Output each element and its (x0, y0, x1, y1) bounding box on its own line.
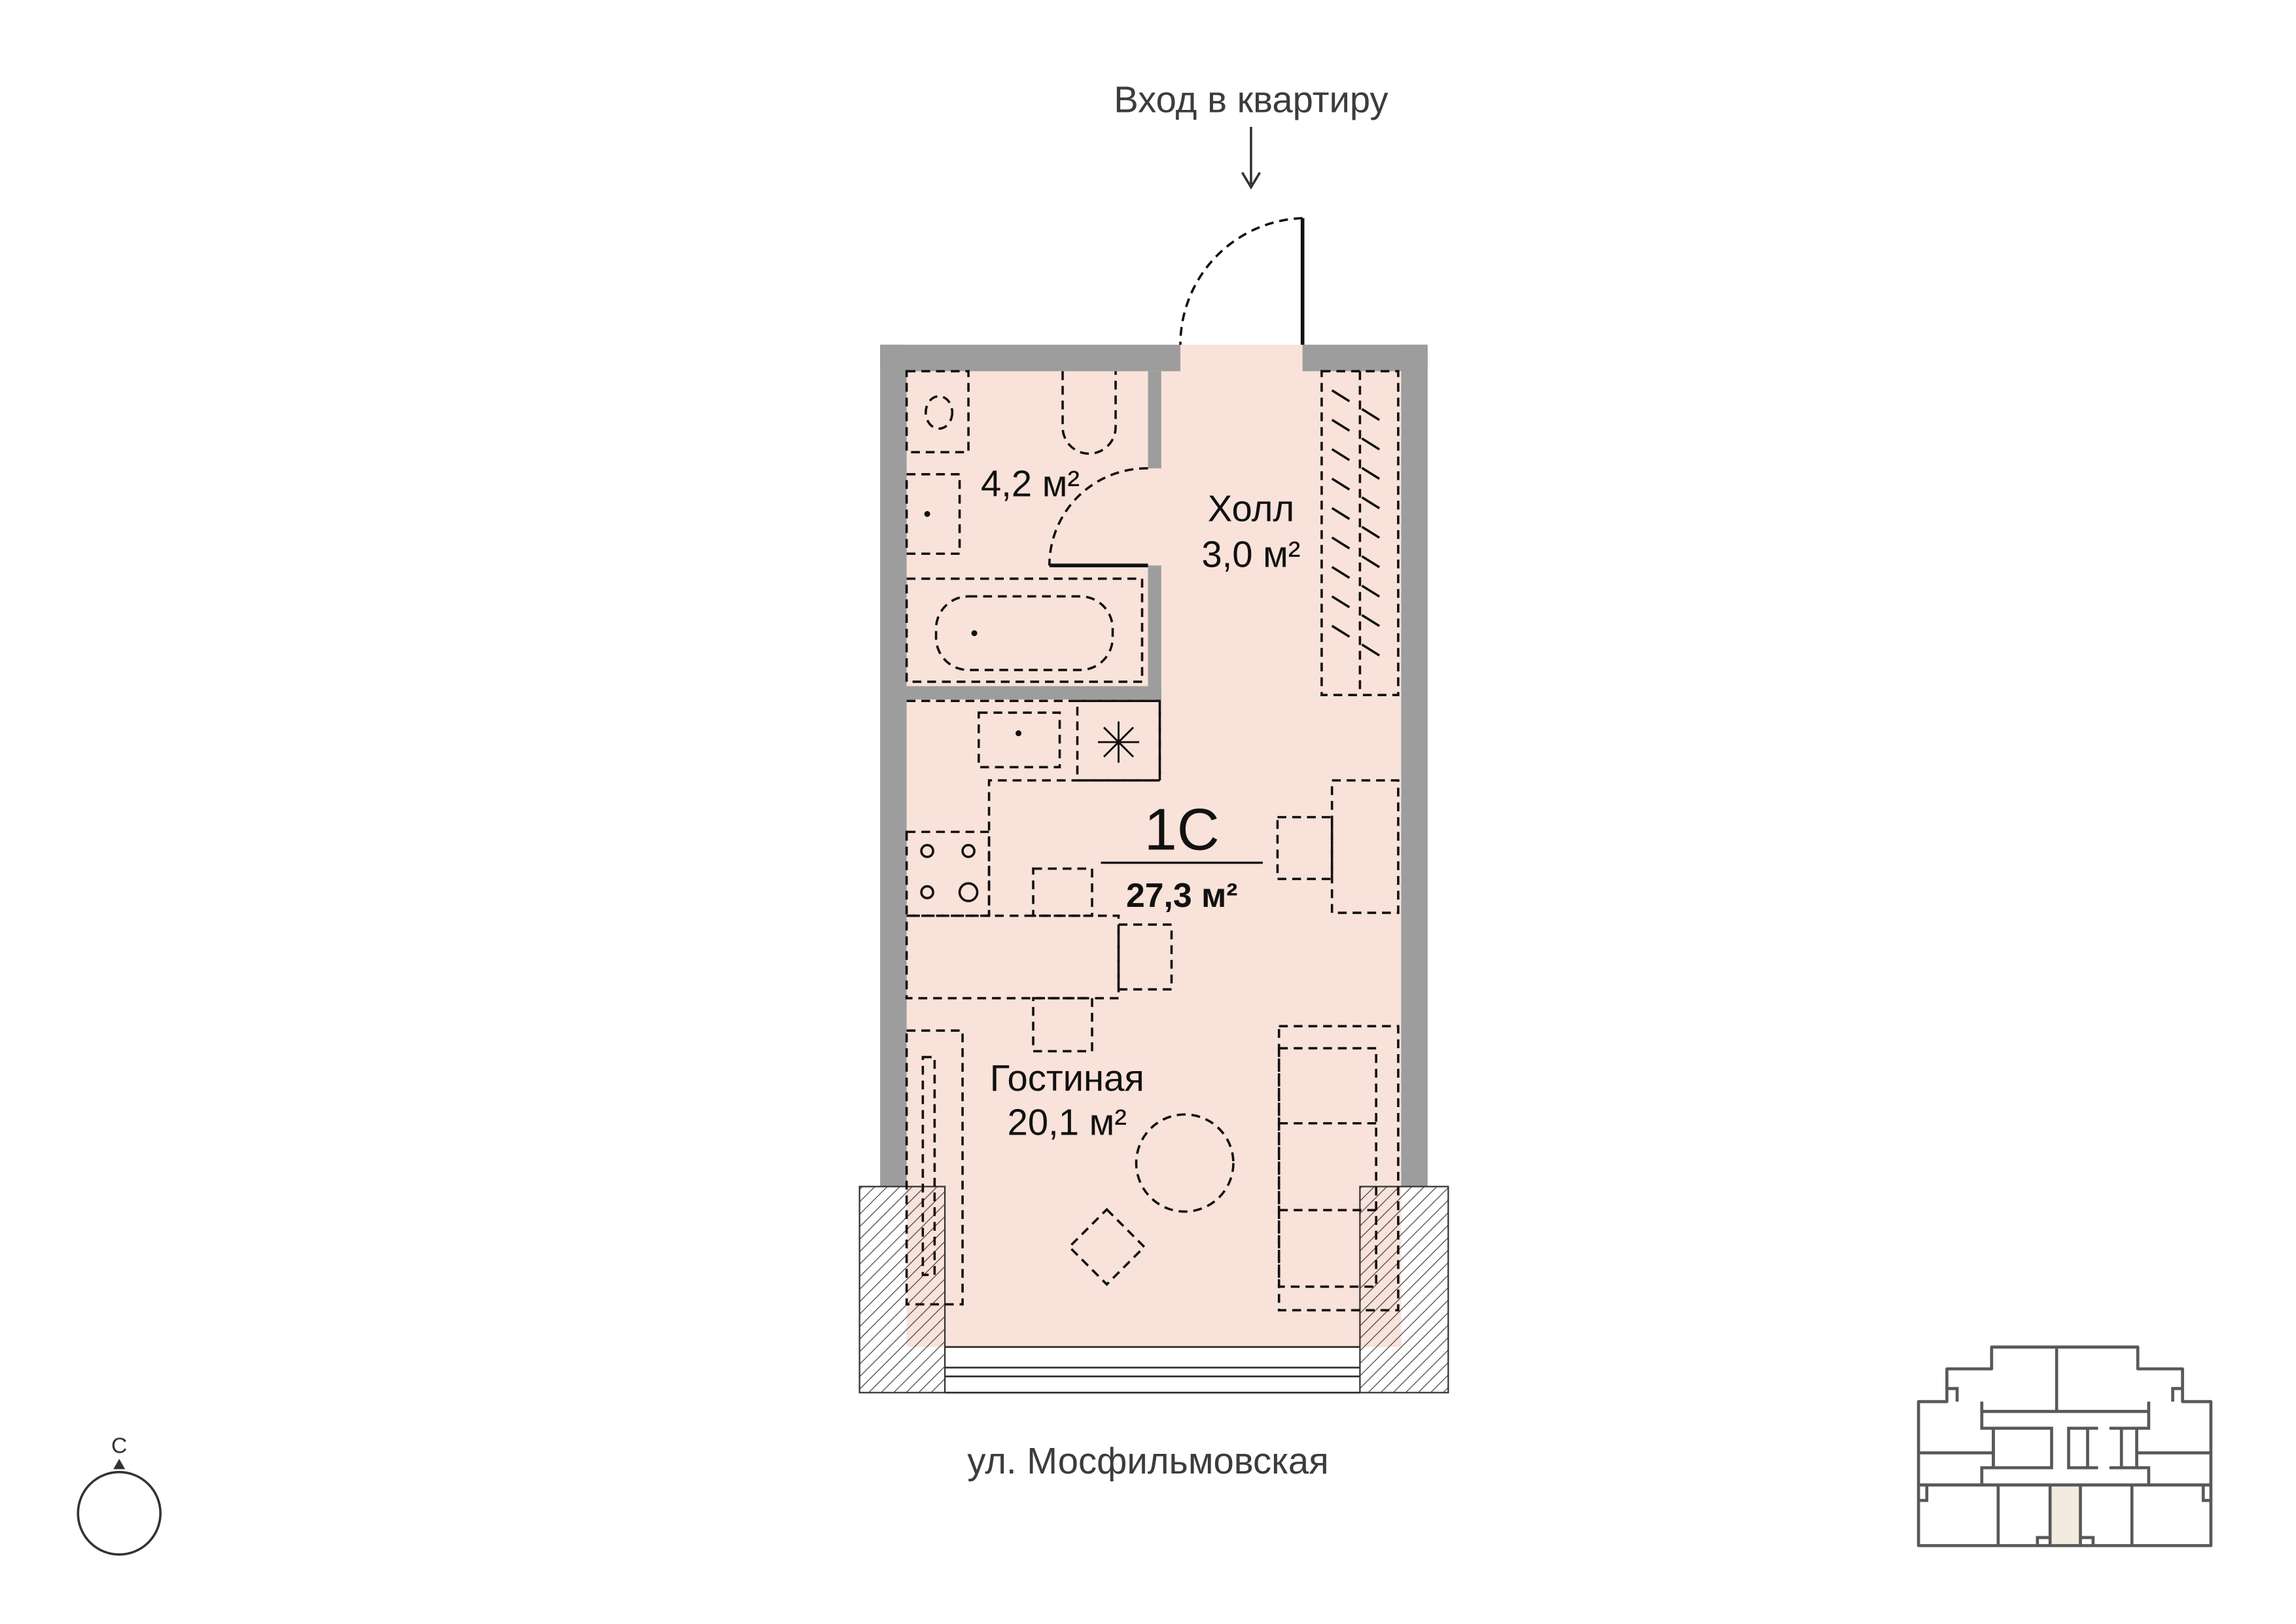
desk (1276, 779, 1400, 914)
walls (880, 344, 1428, 1187)
hall-name: Холл (1208, 488, 1295, 529)
bathroom-door (1048, 467, 1148, 568)
living-room-name: Гостиная (990, 1057, 1144, 1099)
entrance-label: Вход в квартиру (1114, 79, 1388, 120)
tv-unit (905, 1029, 964, 1306)
street-label: ул. Мосфильмовская (967, 1440, 1328, 1481)
compass: С (77, 1434, 162, 1556)
apartment-total-area: 27,3 м² (1126, 876, 1238, 914)
dining-table (905, 867, 1173, 1053)
kitchen (905, 699, 1161, 917)
bathroom-sink (905, 472, 961, 556)
north-arrow-icon (113, 1458, 126, 1470)
compass-north-label: С (111, 1434, 127, 1458)
wardrobe (1320, 370, 1400, 696)
living-room-area: 20,1 м² (1008, 1102, 1127, 1143)
washing-machine (905, 370, 970, 453)
bathtub (905, 577, 1144, 683)
bathroom-area: 4,2 м² (981, 463, 1080, 504)
entrance-arrow-icon (1241, 126, 1261, 190)
toilet (1061, 371, 1117, 455)
window (945, 1346, 1360, 1394)
balcony-right (1359, 1186, 1449, 1394)
balcony-left (858, 1186, 946, 1394)
entrance-door (1179, 217, 1305, 345)
hall-area: 3,0 м² (1201, 533, 1300, 574)
building-key-plan (1916, 1345, 2213, 1547)
highlighted-apartment (2050, 1485, 2081, 1546)
round-rug (1135, 1113, 1235, 1213)
sofa (1277, 1025, 1400, 1312)
apartment-type: 1С (1144, 797, 1220, 862)
coffee-table (1067, 1207, 1146, 1286)
